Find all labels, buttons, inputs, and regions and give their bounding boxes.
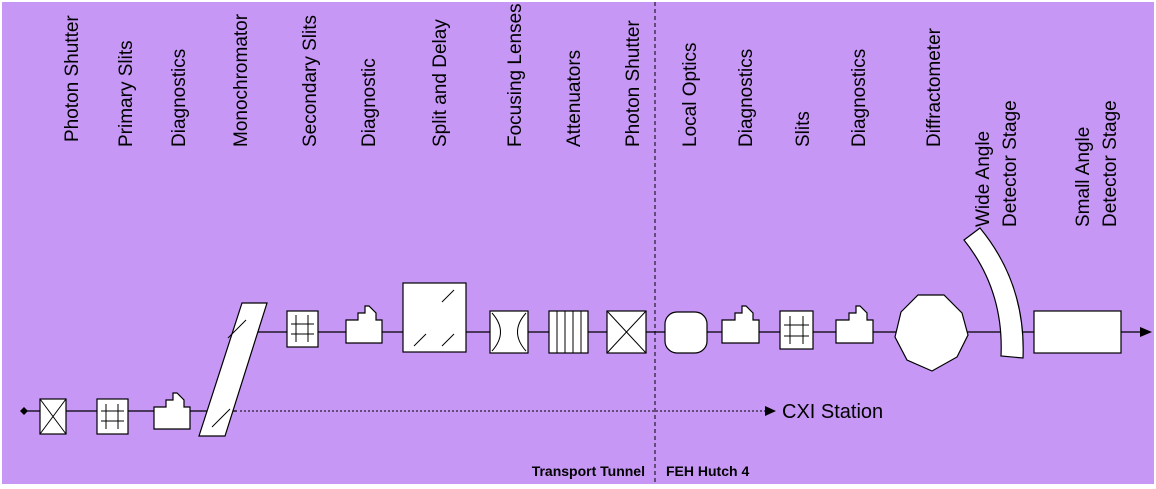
label-small-angle-line2: Detector Stage: [1100, 100, 1121, 227]
label-wide-angle-line2: Detector Stage: [1000, 100, 1021, 227]
photon-shutter-icon: [606, 310, 647, 354]
secondary-slits-icon: [286, 310, 319, 348]
label-primary-slits: Primary Slits: [116, 40, 137, 147]
wide-angle-detector-icon: [963, 227, 1024, 359]
region-transport-tunnel: Transport Tunnel: [532, 463, 645, 479]
label-monochromator: Monochromator: [231, 13, 252, 147]
label-photon-shutter: Photon Shutter: [62, 15, 83, 142]
diagnostics-icon: [153, 392, 191, 430]
small-angle-detector-icon: [1033, 310, 1122, 354]
slits-icon: [779, 310, 814, 350]
label-slits: Slits: [793, 111, 814, 147]
component-labels: Photon Shutter Primary Slits Diagnostics…: [62, 3, 1121, 227]
diagnostics-icon-2: [721, 305, 760, 344]
diagnostics-icon-3: [835, 305, 874, 344]
local-optics-icon: [664, 311, 708, 354]
label-diagnostics-2: Diagnostics: [736, 49, 757, 147]
shutter-icon: [39, 398, 67, 435]
label-diffractometer: Diffractometer: [924, 27, 945, 147]
split-delay-icon: [402, 282, 467, 353]
beam-arrow-icon: [1140, 327, 1152, 337]
label-focusing-lenses: Focusing Lenses: [505, 3, 526, 147]
diffractometer-icon: [894, 294, 969, 372]
label-wide-angle-line1: Wide Angle: [973, 131, 994, 227]
station-arrow-icon: [765, 406, 776, 416]
region-feh-hutch-4: FEH Hutch 4: [666, 463, 749, 479]
focusing-lenses-icon: [489, 310, 529, 354]
station-label: CXI Station: [782, 401, 883, 423]
label-secondary-slits: Secondary Slits: [300, 15, 321, 147]
monochromator-icon: [198, 302, 268, 437]
label-diagnostics-3: Diagnostics: [849, 49, 870, 147]
label-attenuators: Attenuators: [564, 50, 585, 147]
label-local-optics: Local Optics: [680, 42, 701, 147]
label-diagnostic: Diagnostic: [359, 58, 380, 147]
label-split-and-delay: Split and Delay: [430, 19, 451, 147]
label-small-angle-line1: Small Angle: [1073, 127, 1094, 227]
diagnostic-icon: [345, 305, 383, 344]
primary-slits-icon: [96, 398, 129, 435]
label-diagnostics: Diagnostics: [169, 49, 190, 147]
label-photon-shutter-2: Photon Shutter: [623, 20, 644, 147]
attenuators-icon: [548, 310, 589, 354]
